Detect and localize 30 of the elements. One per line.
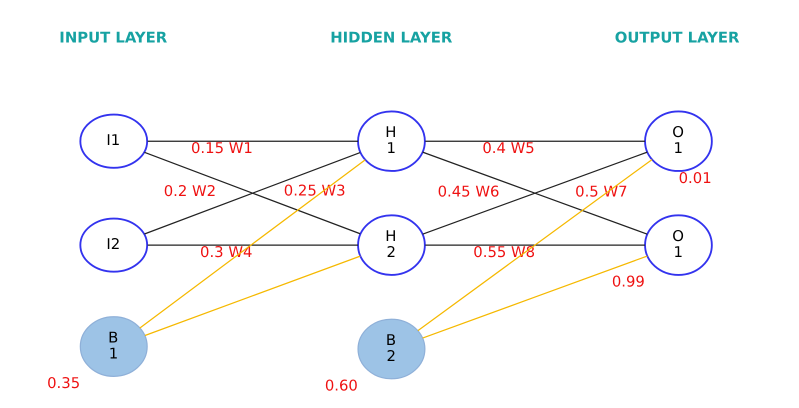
node-ellipse: B 2: [357, 318, 426, 380]
node-label: 0.99: [612, 274, 645, 291]
connector: [144, 256, 360, 336]
node-ellipse: O 1: [644, 110, 713, 172]
label: OUTPUT LAYER: [614, 29, 740, 46]
node-ellipse: O 1: [644, 214, 713, 276]
node-label: 0.35: [47, 375, 80, 392]
connector: [422, 255, 648, 339]
edge-label: 0.15 W1: [191, 140, 253, 158]
connector: [425, 140, 645, 142]
edge-label: 0.2 W2: [164, 182, 216, 200]
node-ellipse: H 2: [357, 214, 426, 276]
node-label: 0.01: [678, 170, 712, 187]
node-ellipse: I2: [79, 218, 148, 273]
node-ellipse: I1: [79, 114, 148, 169]
connector: [148, 244, 358, 246]
connector: [148, 140, 358, 142]
label: INPUT LAYER: [59, 29, 168, 46]
connector: [425, 244, 645, 246]
edge-label: 0.4 W5: [482, 140, 535, 158]
node-label: 0.60: [324, 378, 358, 395]
node-ellipse: H 1: [357, 110, 426, 172]
edge-label: 0.25 W3: [284, 182, 346, 200]
node-ellipse: B 1: [80, 316, 148, 377]
label: HIDDEN LAYER: [330, 29, 452, 46]
edge-label: 0.5 W7: [575, 184, 628, 201]
edge-label: 0.45 W6: [438, 184, 500, 201]
connector: [140, 159, 366, 328]
connector: [418, 159, 652, 332]
connector: [422, 152, 648, 235]
